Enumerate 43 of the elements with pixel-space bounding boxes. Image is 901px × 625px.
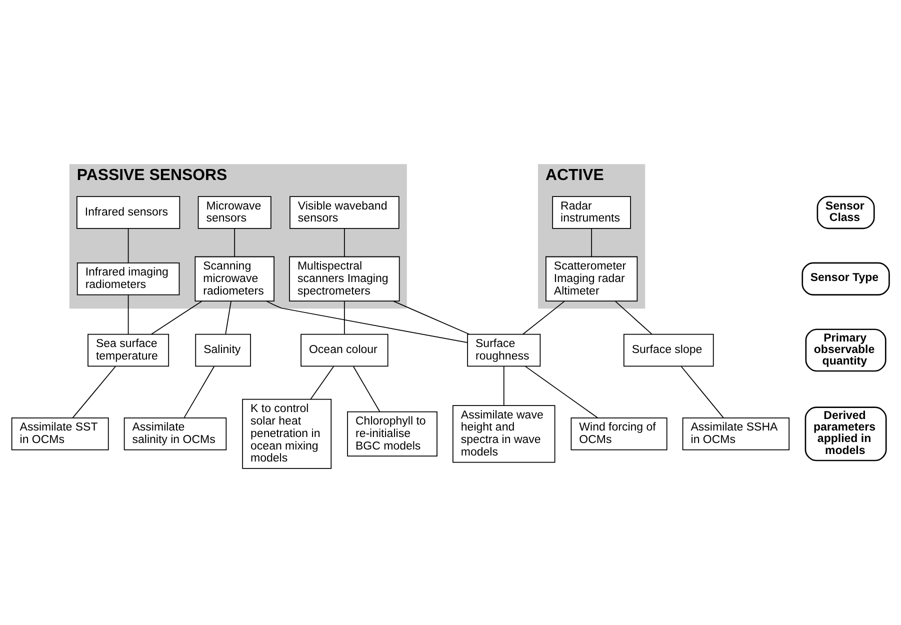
connector <box>150 300 202 334</box>
node-box: Derived parameters applied in models <box>804 406 887 461</box>
node-box: Infrared imaging radiometers <box>76 262 180 295</box>
connector <box>503 366 504 406</box>
connector <box>591 228 592 257</box>
node-box: Surface slope <box>623 333 714 366</box>
node-box: Sea surface temperature <box>88 333 170 366</box>
node-box: Sensor Class <box>816 195 875 229</box>
connector <box>266 300 468 343</box>
connector <box>522 300 565 334</box>
node-box: Salinity <box>195 333 251 366</box>
node-box: Radar instruments <box>552 196 631 228</box>
connector <box>72 366 116 418</box>
connector <box>234 228 236 257</box>
node-box: Wind forcing of OCMs <box>570 417 668 450</box>
connector <box>344 228 345 257</box>
connector <box>615 300 652 334</box>
node-box: Multispectral scanners Imaging spectrometers <box>289 256 400 301</box>
node-box: K to control solar heat penetration in ocean mixing models <box>242 398 332 468</box>
node-box: Infrared sensors <box>76 196 180 228</box>
node-box: Sensor Type <box>802 262 890 295</box>
node-box: Scanning microwave radiometers <box>194 256 274 301</box>
connector <box>184 366 215 418</box>
connector <box>344 300 345 334</box>
node-box: Ocean colour <box>300 333 388 366</box>
node-box: Assimilate wave height and spectra in wave models <box>452 404 556 462</box>
node-box: Scatterometer Imaging radar Altimeter <box>546 256 638 301</box>
connector <box>352 366 380 412</box>
connector <box>393 300 470 334</box>
node-box: Visible waveband sensors <box>290 196 400 228</box>
connector <box>524 365 598 418</box>
node-box: Chlorophyll to re-initialise BGC models <box>347 410 438 456</box>
connector <box>310 366 334 400</box>
node-box: Assimilate SSHA in OCMs <box>682 417 790 450</box>
node-box: Primary observable quantity <box>805 328 886 372</box>
node-box: Microwave sensors <box>198 196 272 228</box>
connector <box>128 228 129 263</box>
node-box: Surface roughness <box>467 333 541 366</box>
connector <box>680 366 724 418</box>
node-box: Assimilate SST in OCMs <box>11 417 109 450</box>
connector <box>225 300 232 334</box>
node-box: Assimilate salinity in OCMs <box>124 417 227 450</box>
connector <box>128 294 129 334</box>
